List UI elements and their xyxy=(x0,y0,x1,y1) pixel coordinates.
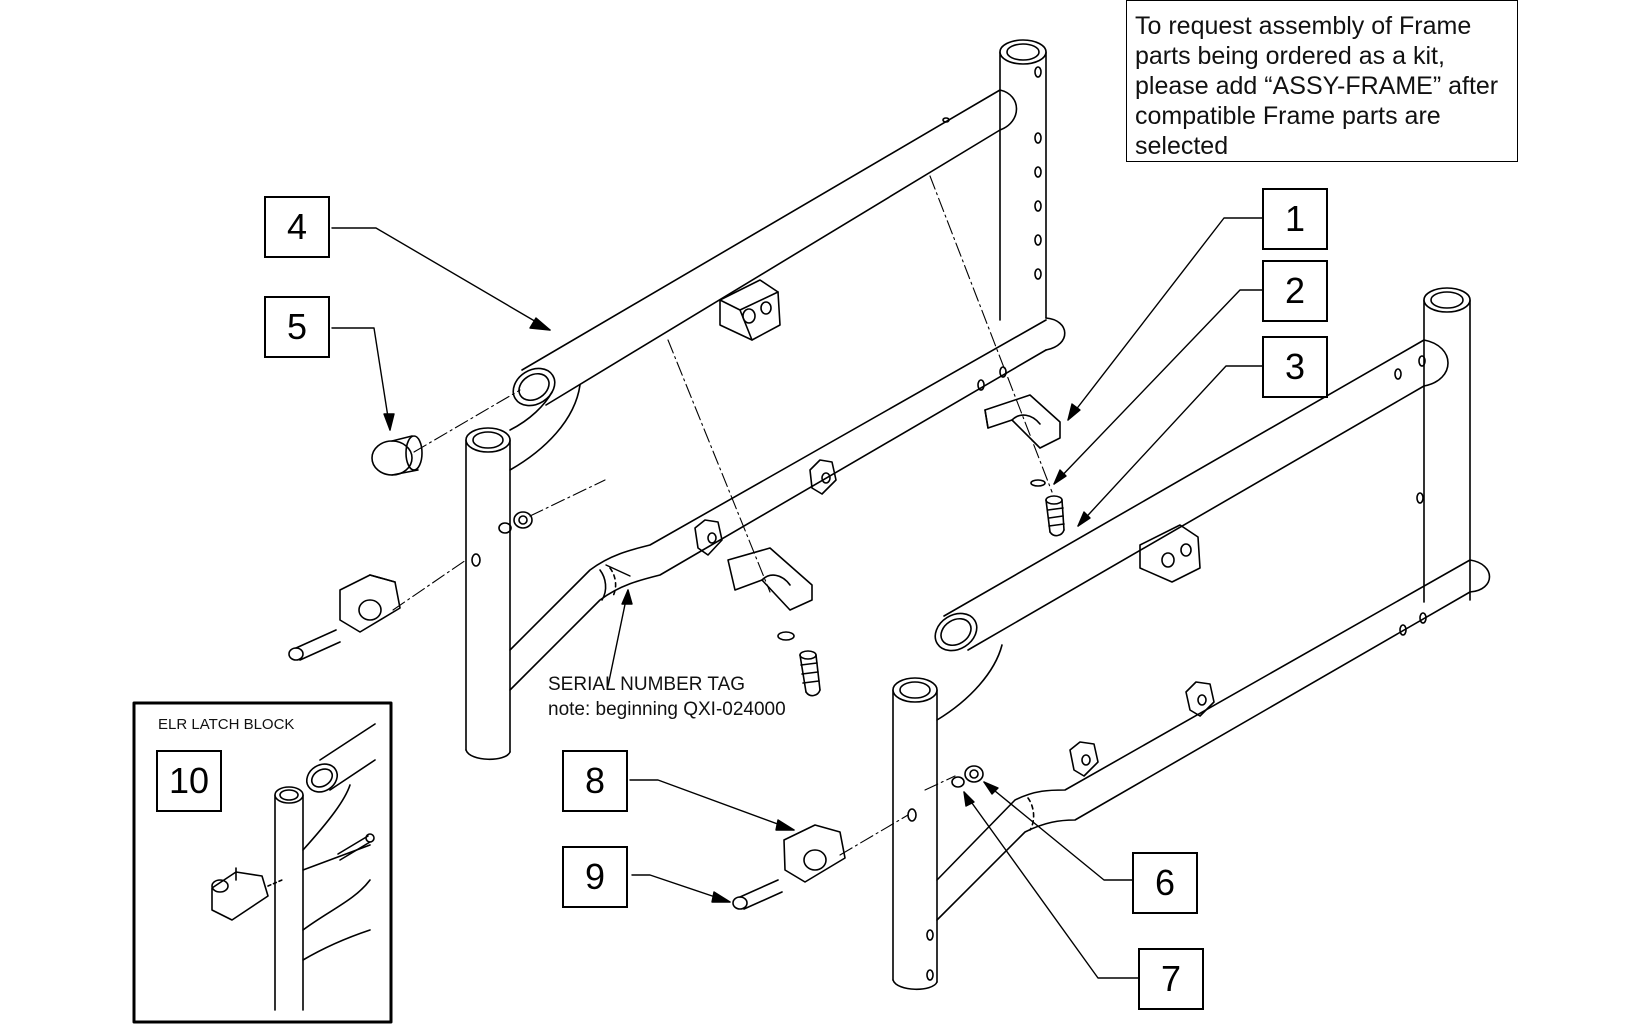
middle-clamp xyxy=(727,547,813,611)
washer-part-7 xyxy=(951,776,965,788)
elr-latch-block-inset xyxy=(132,701,393,1024)
callout-2[interactable]: 2 xyxy=(1262,260,1328,322)
callout-8[interactable]: 8 xyxy=(562,750,628,812)
callout-1[interactable]: 1 xyxy=(1262,188,1328,250)
note-line-4: compatible Frame parts are xyxy=(1135,102,1441,130)
rear-post-holes xyxy=(1034,66,1042,280)
end-cap-part-5 xyxy=(371,435,423,476)
serial-line-2: note: beginning QXI-024000 xyxy=(548,699,786,720)
serial-number-tag-label: SERIAL NUMBER TAG note: beginning QXI-02… xyxy=(548,672,786,722)
callout-7[interactable]: 7 xyxy=(1138,948,1204,1010)
callout-10[interactable]: 10 xyxy=(156,750,222,812)
assembly-request-note: To request assembly of Frame parts being… xyxy=(1126,0,1518,162)
middle-bolt xyxy=(799,650,821,697)
callout-6[interactable]: 6 xyxy=(1132,852,1198,914)
upper-clamp-part-1 xyxy=(984,394,1061,449)
bolt-part-3 xyxy=(1045,495,1065,537)
callout-4[interactable]: 4 xyxy=(264,196,330,258)
callout-5[interactable]: 5 xyxy=(264,296,330,358)
washer-part-2 xyxy=(1030,479,1046,487)
note-line-3: please add “ASSY-FRAME” after xyxy=(1135,72,1499,100)
callout-9[interactable]: 9 xyxy=(562,846,628,908)
nut-part-6 xyxy=(964,765,984,783)
callout-3[interactable]: 3 xyxy=(1262,336,1328,398)
assembly-centerlines xyxy=(392,175,1053,611)
latch-block-part-8 xyxy=(783,824,846,883)
note-line-5: selected xyxy=(1135,132,1229,160)
screw-left xyxy=(288,629,341,661)
note-line-1: To request assembly of Frame xyxy=(1135,12,1472,40)
middle-washer xyxy=(777,631,795,641)
right-side-frame xyxy=(892,287,1491,991)
serial-line-1: SERIAL NUMBER TAG xyxy=(548,674,746,695)
left-side-frame xyxy=(465,39,1066,761)
screw-part-9 xyxy=(732,879,783,910)
latch-block-left xyxy=(339,574,401,633)
note-line-2: parts being ordered as a kit, xyxy=(1135,42,1445,70)
leader-lines xyxy=(331,217,1263,979)
inset-title: ELR LATCH BLOCK xyxy=(158,716,295,733)
